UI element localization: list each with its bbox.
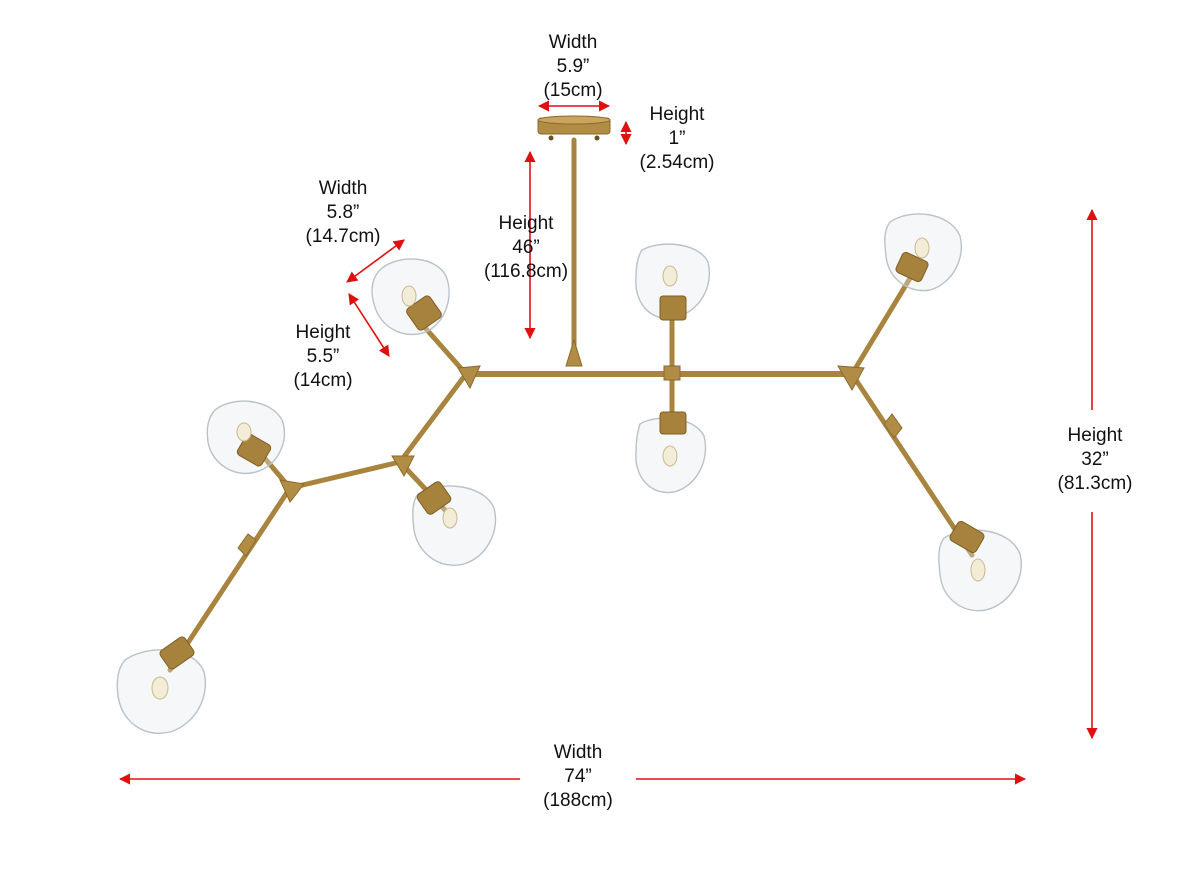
label-metric: (14cm)	[293, 370, 352, 391]
shade-height-label: Height 5.5” (14cm)	[293, 322, 352, 391]
label-value: 1”	[669, 128, 686, 149]
label-metric: (15cm)	[543, 80, 602, 101]
label-title: Width	[549, 32, 598, 53]
label-value: 74”	[564, 766, 591, 787]
glass-shade	[635, 411, 707, 494]
label-metric: (81.3cm)	[1058, 473, 1133, 494]
glass-shade	[938, 520, 1022, 612]
overall-height-label: Height 32” (81.3cm)	[1058, 425, 1133, 494]
chandelier-fixture	[116, 115, 1022, 734]
glass-shade	[635, 243, 710, 321]
label-metric: (14.7cm)	[306, 226, 381, 247]
shade-height-arrow	[348, 293, 390, 357]
main-arms	[167, 267, 975, 673]
dimension-arrows	[118, 100, 1098, 785]
label-value: 46”	[512, 237, 539, 258]
rod-height-label: Height 46” (116.8cm)	[484, 213, 568, 282]
label-title: Height	[296, 322, 352, 343]
canopy-width-label: Width 5.9” (15cm)	[543, 32, 602, 101]
glass-shade	[371, 258, 450, 336]
shade-width-label: Width 5.8” (14.7cm)	[306, 178, 381, 247]
label-metric: (2.54cm)	[640, 152, 715, 173]
label-value: 5.9”	[557, 56, 590, 77]
glass-shade	[206, 400, 286, 474]
glass-shade	[116, 636, 206, 734]
label-title: Width	[319, 178, 368, 199]
label-metric: (188cm)	[543, 790, 613, 811]
canopy-height-label: Height 1” (2.54cm)	[640, 104, 715, 173]
glass-shade	[412, 481, 497, 566]
glass-shade	[884, 213, 962, 292]
overall-width-label: Width 74” (188cm)	[543, 742, 613, 811]
label-title: Height	[650, 104, 706, 125]
label-title: Height	[499, 213, 555, 234]
label-title: Width	[554, 742, 603, 763]
label-title: Height	[1068, 425, 1124, 446]
label-value: 5.5”	[307, 346, 340, 367]
rod-connector	[565, 338, 583, 367]
shade-width-arrow	[346, 239, 405, 283]
ceiling-canopy	[537, 115, 611, 141]
label-metric: (116.8cm)	[484, 261, 568, 282]
label-value: 5.8”	[327, 202, 360, 223]
label-value: 32”	[1081, 449, 1108, 470]
